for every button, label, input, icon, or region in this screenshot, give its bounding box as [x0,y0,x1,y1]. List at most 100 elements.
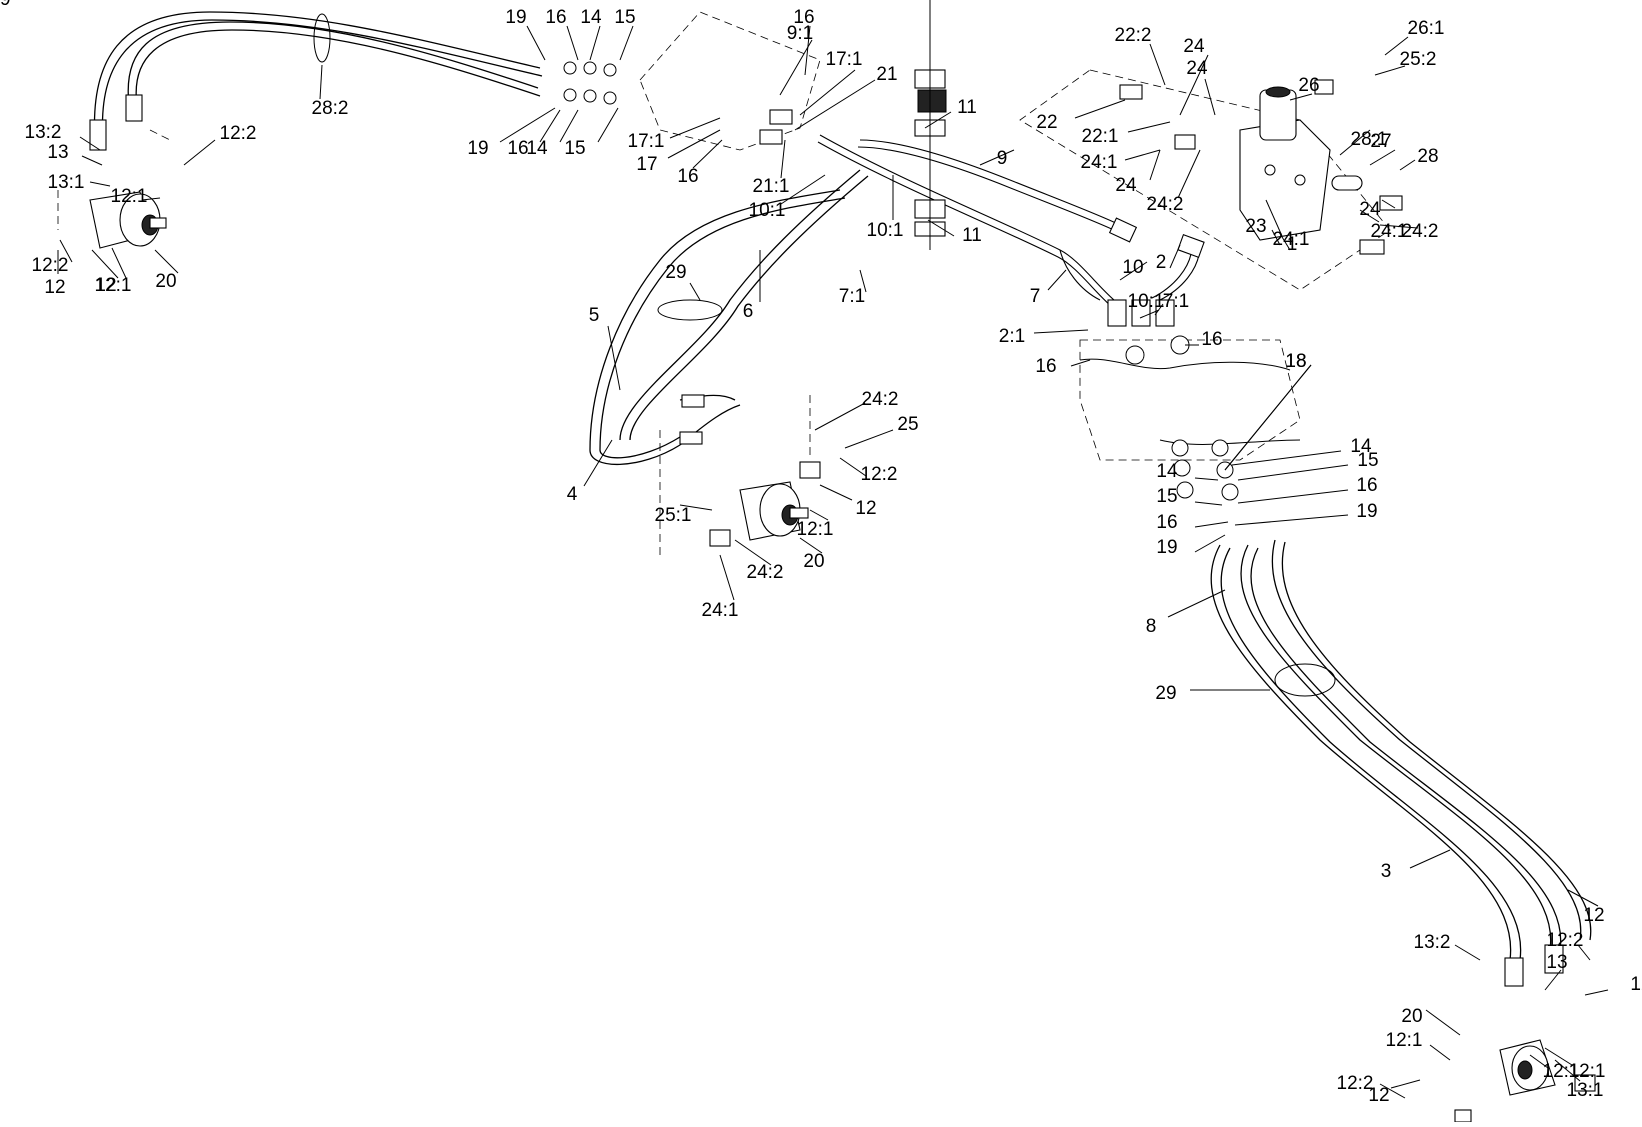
callout-label: 20 [803,551,824,572]
leader-line [814,402,866,431]
callout-label: 10:1 [749,200,786,221]
callout-label: 28:2 [312,98,349,119]
callout-label: 22:2 [1115,25,1152,46]
callout-label: 13:2 [1414,932,1451,953]
leader-line [1369,149,1396,166]
callout-label: 15 [564,138,585,159]
callout-label: 13 [1546,952,1567,973]
leader-line [1169,244,1181,269]
leader-line [1544,969,1562,991]
leader-line [1194,477,1219,481]
leader-line [799,69,856,116]
leader-line [589,25,601,61]
leader-line [141,197,161,201]
leader-line [667,129,721,159]
leader-line [1454,944,1481,961]
leader-line [1149,149,1161,181]
leader-line [1554,1059,1581,1082]
leader-line [689,282,701,301]
callout-label: 15 [614,7,635,28]
callout-label: 17 [636,154,657,175]
callout-label: 12:2 [220,123,257,144]
leader-line [1119,261,1148,281]
leader-line [91,249,119,279]
hose-bundle-center [589,169,869,466]
leader-line [780,139,786,179]
leader-line [154,249,179,274]
leader-line [539,109,561,143]
leader-line [809,509,829,521]
callout-label: 10 [1122,257,1143,278]
callout-label: 20 [1401,1006,1422,1027]
leader-line [804,25,811,76]
callout-label: 10:1 [867,220,904,241]
leader-line [111,247,127,279]
leader-line [1577,944,1591,961]
leader-line [1381,199,1396,209]
callout-label: 4 [567,484,578,505]
callout-label: 24 [1186,58,1208,79]
leader-line [1194,534,1226,553]
leader-line [79,136,101,151]
leader-line [1177,149,1201,199]
fittings [563,0,1596,1123]
leader-line [1237,489,1349,504]
callout-label: 2:1 [999,326,1025,347]
callout-label: 25:2 [1400,49,1437,70]
leader-line [1194,501,1223,506]
leader-line [1179,54,1209,116]
pump-top-left [89,191,167,249]
leader-line [1379,224,1419,229]
callout-label: 16 [1356,475,1377,496]
leader-line [780,174,826,205]
leader-line [559,109,579,143]
callout-label: 26:1 [1408,18,1445,39]
leader-line [619,25,634,61]
leader-line [1271,229,1281,246]
leader-line [719,554,735,601]
callout-label: 24:1 [1081,152,1118,173]
callout-label: 12 [44,277,65,298]
callout-label: 21 [876,64,897,85]
leader-line [1224,364,1312,471]
callout-label: 14 [1156,461,1178,482]
callout-label: 24 [1115,175,1137,196]
leader-line [1154,303,1164,316]
leader-line [499,107,556,143]
leader-line [1390,1079,1421,1089]
callout-label: 12:2 [1547,930,1584,951]
leader-line [1074,99,1126,119]
leader-line [566,25,579,61]
leader-line [819,484,853,501]
callout-label: 9:1 [787,23,813,44]
leader-line [1194,521,1229,528]
leader-line [583,439,613,487]
callout-label: 14 [1350,436,1372,457]
callout-label: 22:1 [1082,126,1119,147]
callout-label: 16 [1035,356,1056,377]
callout-label: 13:2 [25,122,62,143]
callout-label: 16 [793,7,814,28]
leader-line [526,25,546,61]
leader-line [1234,514,1349,526]
leader-line [89,181,111,187]
leader-line [59,239,73,263]
callout-leaders [57,25,1609,1099]
leader-line [1231,450,1342,466]
callout-label: 18 [1285,351,1306,372]
leader-line [839,457,867,477]
callout-label: 14 [526,138,548,159]
leader-line [1237,464,1349,481]
callout-label: 1 [1287,234,1298,255]
callout-label: 18 [1285,351,1306,372]
callout-label: 10:1 [1128,291,1165,312]
leader-line [1047,269,1067,291]
callout-label: 19 [467,138,488,159]
pump-center [739,481,809,541]
leader-line [1567,889,1599,907]
callout-label: 12 [1583,905,1604,926]
pump-bottom-right [1499,1039,1556,1096]
